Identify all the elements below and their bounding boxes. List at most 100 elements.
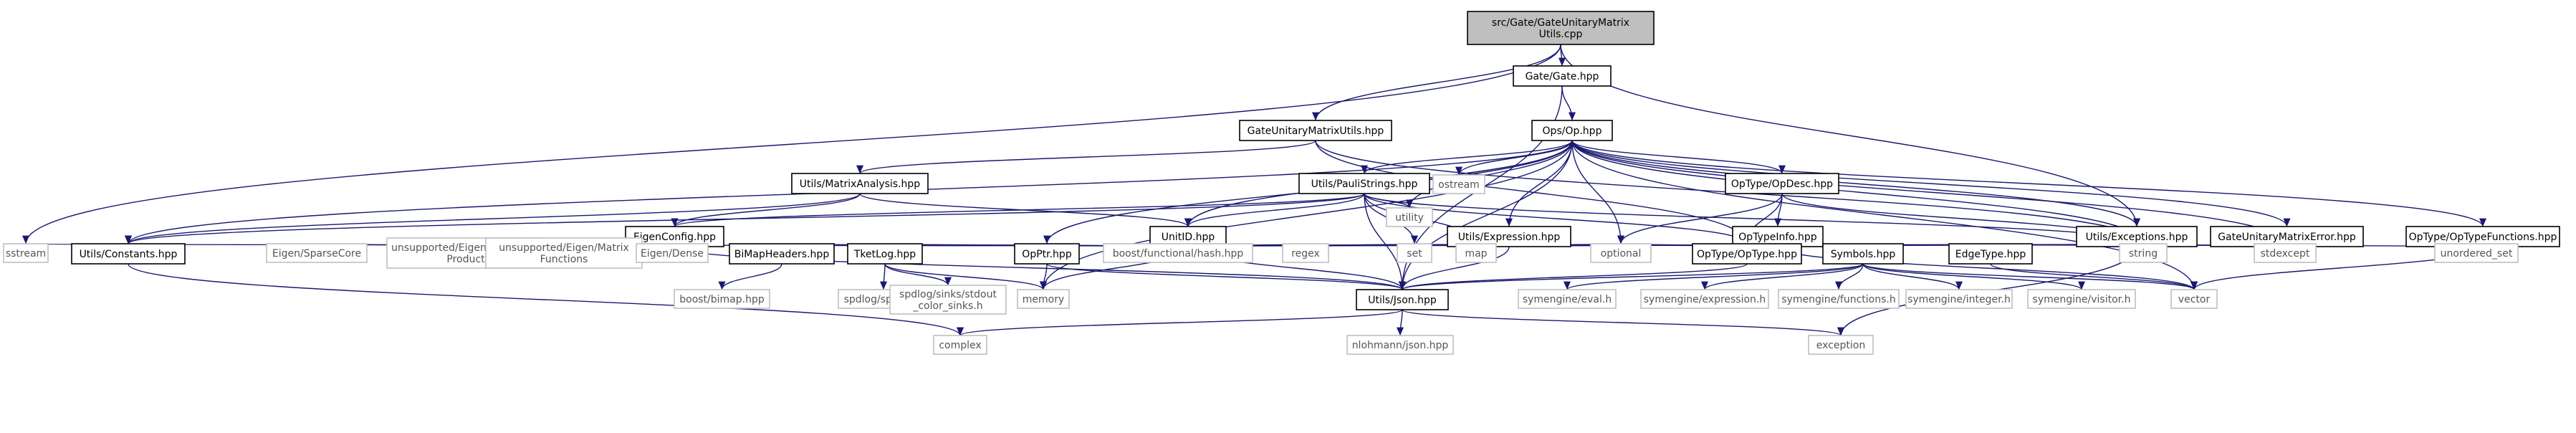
node-op_hpp[interactable]: Ops/Op.hpp xyxy=(1531,120,1613,141)
node-constants[interactable]: Utils/Constants.hpp xyxy=(71,243,186,265)
node-box-set xyxy=(1397,243,1432,263)
node-label-bimapheaders: BiMapHeaders.hpp xyxy=(734,249,830,260)
nodes-layer: src/Gate/GateUnitaryMatrixUtils.cppGate/… xyxy=(3,11,2560,355)
node-symbols[interactable]: Symbols.hpp xyxy=(1822,243,1904,265)
node-label-eigen_sparse: Eigen/SparseCore xyxy=(272,248,361,260)
node-box-opptr xyxy=(1014,243,1080,265)
edge-matrix_analysis-to-constants xyxy=(125,193,861,244)
node-json[interactable]: Utils/Json.hpp xyxy=(1356,289,1449,310)
node-eigen_dense: Eigen/Dense xyxy=(636,243,709,263)
node-label-eigen_dense: Eigen/Dense xyxy=(641,248,704,260)
node-label-expression: Utils/Expression.hpp xyxy=(1458,232,1561,243)
edge-opdesc-to-optional xyxy=(1617,193,1783,244)
edge-op_hpp-to-pauli_strings xyxy=(1361,140,1573,174)
edge-symbols-to-symeng_expr xyxy=(1701,263,1864,290)
node-label-optional: optional xyxy=(1601,248,1642,260)
node-box-complex xyxy=(933,335,987,355)
node-label-eigen_config: EigenConfig.hpp xyxy=(633,232,716,243)
edge-root-to-exceptions xyxy=(1560,44,2140,227)
edge-op_hpp-to-utility xyxy=(1406,140,1573,209)
edge-op_hpp-to-optypefunctions xyxy=(1571,140,2486,227)
node-optional: optional xyxy=(1590,243,1652,263)
node-box-eigen_sparse xyxy=(266,243,368,263)
node-edgetype[interactable]: EdgeType.hpp xyxy=(1948,243,2033,265)
node-gumu_hpp[interactable]: GateUnitaryMatrixUtils.hpp xyxy=(1239,120,1392,141)
edge-pauli_strings-to-eigen_config xyxy=(671,193,1365,227)
node-memory: memory xyxy=(1017,289,1070,309)
edge-op_hpp-to-ostream xyxy=(1455,140,1573,176)
edge-gate_hpp-to-op_hpp xyxy=(1561,85,1576,121)
node-label-symbols: Symbols.hpp xyxy=(1831,249,1896,260)
node-symeng_func: symengine/functions.h xyxy=(1778,289,1900,309)
node-optype[interactable]: OpType/OpType.hpp xyxy=(1692,243,1802,265)
edge-eigen_config-to-json xyxy=(674,246,1406,290)
node-label-utility: utility xyxy=(1395,212,1424,224)
node-label-exception: exception xyxy=(1816,340,1865,351)
edge-opptr-to-memory xyxy=(1039,263,1048,290)
node-vector: vector xyxy=(2170,289,2218,309)
node-matrix_analysis[interactable]: Utils/MatrixAnalysis.hpp xyxy=(791,173,929,194)
node-label-exceptions: Utils/Exceptions.hpp xyxy=(2086,232,2188,243)
node-label-boost_bimap: boost/bimap.hpp xyxy=(679,294,765,305)
node-opptr[interactable]: OpPtr.hpp xyxy=(1014,243,1080,265)
edge-symbols-to-symeng_visitor xyxy=(1862,263,2085,290)
node-sstream: sstream xyxy=(3,243,49,263)
node-boost_bimap: boost/bimap.hpp xyxy=(674,289,770,309)
node-label-nlohmann: nlohmann/json.hpp xyxy=(1352,340,1449,351)
node-gate_hpp[interactable]: Gate/Gate.hpp xyxy=(1513,65,1612,87)
node-label-root: src/Gate/GateUnitaryMatrix xyxy=(1492,17,1629,29)
node-label-eigen_matfun: Functions xyxy=(540,254,588,265)
edge-root-to-sstream xyxy=(22,44,1561,244)
node-box-symeng_int xyxy=(1905,289,2013,309)
node-box-symbols xyxy=(1822,243,1904,265)
node-label-opdesc: OpType/OpDesc.hpp xyxy=(1731,179,1833,190)
node-tketlog[interactable]: TketLog.hpp xyxy=(847,243,923,265)
node-label-symeng_int: symengine/integer.h xyxy=(1907,294,2011,305)
edge-gumu_hpp-to-optype xyxy=(1315,140,1751,244)
node-box-matrix_analysis xyxy=(791,173,929,194)
node-pauli_strings[interactable]: Utils/PauliStrings.hpp xyxy=(1298,173,1430,194)
edge-symbols-to-symeng_func xyxy=(1834,263,1864,290)
node-label-gumu_hpp: GateUnitaryMatrixUtils.hpp xyxy=(1248,125,1384,137)
node-box-root xyxy=(1467,11,1655,45)
node-label-eigen_kron: Product xyxy=(446,254,485,265)
node-symeng_expr: symengine/expression.h xyxy=(1640,289,1769,309)
node-box-json xyxy=(1356,289,1449,310)
node-boost_hash: boost/functional/hash.hpp xyxy=(1103,243,1253,263)
edge-op_hpp-to-opdesc xyxy=(1571,140,1786,174)
node-box-memory xyxy=(1017,289,1070,309)
node-label-edgetype: EdgeType.hpp xyxy=(1955,249,2026,260)
node-label-optype: OpType/OpType.hpp xyxy=(1697,249,1797,260)
node-label-unordered_set: unordered_set xyxy=(2441,248,2513,260)
node-root[interactable]: src/Gate/GateUnitaryMatrixUtils.cpp xyxy=(1467,11,1655,45)
node-box-optional xyxy=(1590,243,1652,263)
node-box-optype xyxy=(1692,243,1802,265)
edge-op_hpp-to-gumerror xyxy=(1571,140,2291,227)
node-map: map xyxy=(1455,243,1497,263)
node-box-regex xyxy=(1282,243,1329,263)
edge-tketlog-to-memory xyxy=(884,263,1047,290)
node-nlohmann: nlohmann/json.hpp xyxy=(1346,335,1454,355)
node-box-string xyxy=(2119,243,2168,263)
node-bimapheaders[interactable]: BiMapHeaders.hpp xyxy=(729,243,835,265)
node-label-ostream: ostream xyxy=(1438,179,1480,191)
node-box-spdlog_sinks xyxy=(889,285,1007,315)
node-box-symeng_eval xyxy=(1518,289,1617,309)
node-box-symeng_visitor xyxy=(2027,289,2136,309)
edge-matrix_analysis-to-eigen_config xyxy=(671,193,861,227)
node-box-symeng_expr xyxy=(1640,289,1769,309)
node-set: set xyxy=(1397,243,1432,263)
node-box-bimapheaders xyxy=(729,243,835,265)
node-label-spdlog_sinks: spdlog/sinks/stdout xyxy=(899,289,997,300)
node-box-eigen_matfun xyxy=(485,237,643,269)
node-exception: exception xyxy=(1808,335,1874,355)
node-label-gumerror: GateUnitaryMatrixError.hpp xyxy=(2218,232,2356,243)
edge-symbols-to-symeng_int xyxy=(1862,263,1963,290)
node-opdesc[interactable]: OpType/OpDesc.hpp xyxy=(1725,173,1839,194)
edge-expression-to-json xyxy=(1399,246,1510,290)
node-label-eigen_matfun: unsupported/Eigen/Matrix xyxy=(499,242,629,254)
node-label-set: set xyxy=(1407,248,1422,260)
edge-symbols-to-symeng_eval xyxy=(1564,263,1864,290)
edge-optype-to-json xyxy=(1399,263,1748,290)
